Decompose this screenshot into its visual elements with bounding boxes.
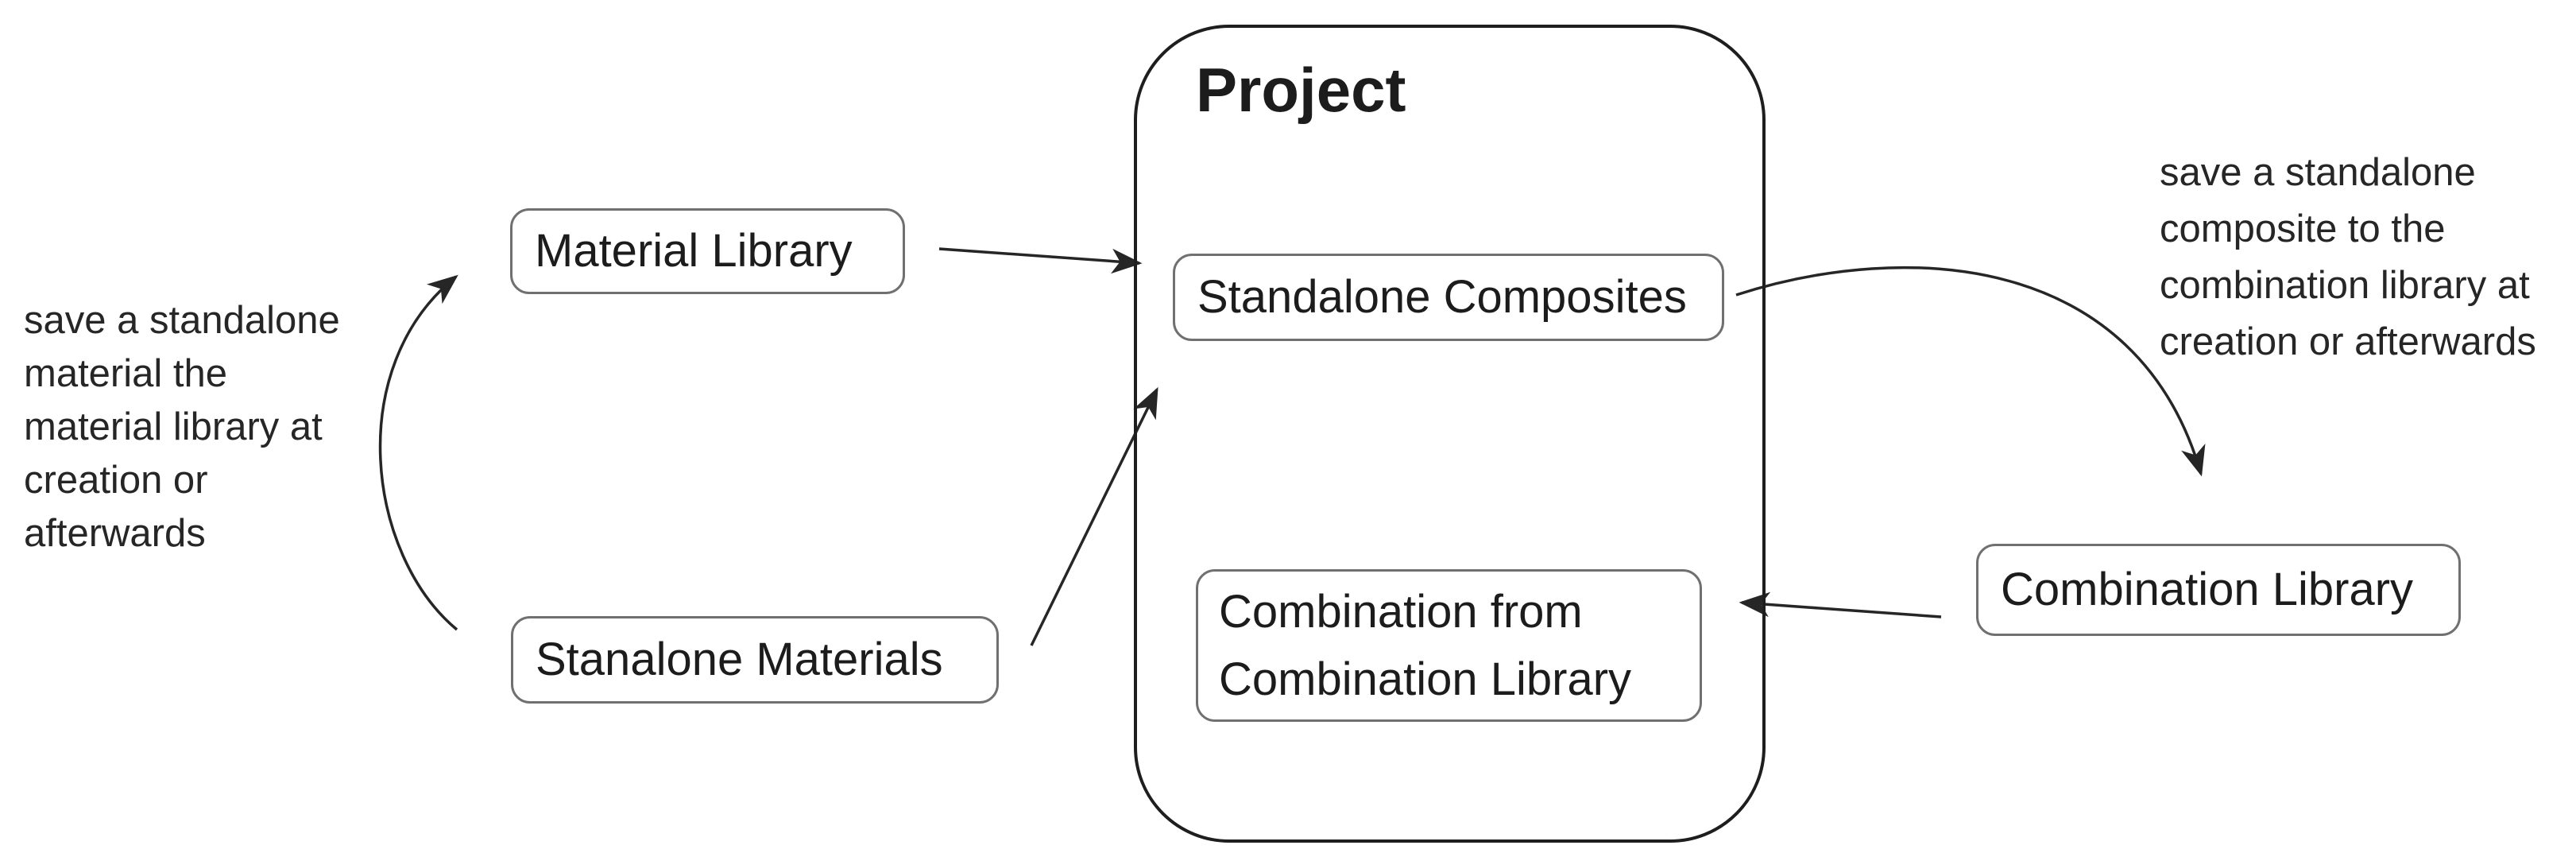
note-line: material the [24,352,228,395]
node-label: Standalone Composites [1197,271,1687,324]
note-line: material library at [24,405,323,448]
project-title: Project [1196,55,1406,125]
node-material-library: Material Library [510,208,905,294]
node-label: Stanalone Materials [536,634,943,686]
note-save-material: save a standalone material the material … [24,294,340,560]
node-stanalone-materials: Stanalone Materials [511,616,999,704]
node-label: Material Library [535,225,853,277]
arrow-combination-library-to-project [1739,591,1942,618]
arrow-material-library-to-project [938,247,1143,274]
arrow-composite-save-curved [1735,266,2206,477]
node-combination-library: Combination Library [1976,544,2461,636]
note-line: creation or afterwards [2160,320,2536,363]
note-line: combination library at [2160,264,2530,307]
node-label-line: Combination Library [1219,653,1632,705]
note-line: save a standalone [24,299,340,342]
node-combination-from-library: Combination from Combination Library [1196,569,1702,722]
arrow-save-material-curved [378,274,458,631]
node-standalone-composites: Standalone Composites [1173,254,1724,341]
node-label: Combination Library [2001,564,2414,616]
note-line: save a standalone [2160,151,2476,194]
note-line: composite to the [2160,207,2446,250]
note-save-composite: save a standalone composite to the combi… [2160,145,2536,370]
note-line: afterwards [24,512,206,555]
project-container [1134,25,1766,843]
node-label-line: Combination from [1219,586,1583,638]
note-line: creation or [24,459,208,502]
